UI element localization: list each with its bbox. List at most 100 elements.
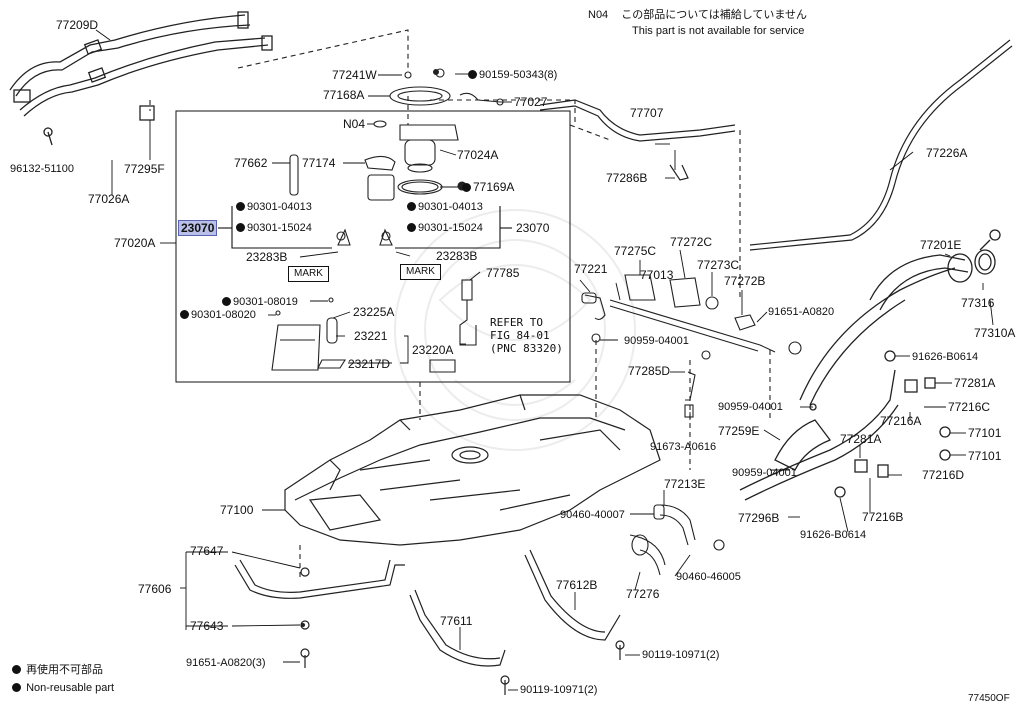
- note-jp: この部品については補給していません: [621, 9, 808, 21]
- part-label[interactable]: 23220A: [412, 343, 454, 357]
- part-label[interactable]: 90119-10971(2): [520, 684, 598, 696]
- part-label[interactable]: 77285D: [628, 364, 671, 378]
- part-label[interactable]: 77221: [574, 262, 608, 276]
- non-reusable-dot-icon: [222, 297, 231, 306]
- part-label[interactable]: 23221: [354, 329, 388, 343]
- non-reusable-dot-icon: [236, 202, 245, 211]
- non-reusable-dot-icon: [407, 202, 416, 211]
- part-label[interactable]: 90959-04001: [718, 401, 783, 413]
- part-label[interactable]: 77647: [190, 544, 224, 558]
- part-label[interactable]: 77020A: [114, 236, 156, 250]
- filler-pipe: [739, 229, 1001, 501]
- ref-line2: FIG 84-01: [490, 329, 550, 342]
- part-label[interactable]: 77168A: [323, 88, 365, 102]
- part-label[interactable]: 90959-04001: [624, 335, 689, 347]
- part-label[interactable]: 77785: [486, 266, 520, 280]
- note-n04: N04 この部品については補給していません: [588, 8, 807, 22]
- part-label[interactable]: 77216B: [862, 510, 904, 524]
- fuel-tank: [284, 394, 661, 546]
- part-label[interactable]: 77606: [138, 582, 172, 596]
- part-label[interactable]: 91626-B0614: [912, 351, 979, 363]
- part-label[interactable]: 77286B: [606, 171, 648, 185]
- part-label[interactable]: 77209D: [56, 18, 99, 32]
- part-label[interactable]: 91651-A0820(3): [186, 657, 266, 669]
- part-label[interactable]: 77275C: [614, 244, 657, 258]
- part-label[interactable]: 91626-B0614: [800, 529, 867, 541]
- part-label[interactable]: 23217D: [348, 357, 391, 371]
- part-label[interactable]: 77216A: [880, 414, 922, 428]
- figure-code: 77450OF: [968, 693, 1010, 704]
- non-reusable-dot-icon: [12, 665, 21, 674]
- part-label[interactable]: 77174: [302, 156, 336, 170]
- part-number: 90301-08019: [233, 296, 298, 308]
- part-label[interactable]: 77216D: [922, 468, 965, 482]
- part-label[interactable]: 77276: [626, 587, 660, 601]
- part-label[interactable]: 96132-51100: [10, 163, 75, 175]
- part-label[interactable]: 77241W: [332, 68, 377, 82]
- part-label[interactable]: 90119-10971(2): [642, 649, 720, 661]
- part-label-90159[interactable]: 90159-50343(8): [468, 68, 557, 82]
- part-label[interactable]: 23225A: [353, 305, 395, 319]
- part-number: 90159-50343(8): [479, 69, 558, 81]
- breather-hoses: [9, 11, 273, 146]
- part-label[interactable]: 77281A: [840, 432, 882, 446]
- vent-lines: [539, 39, 1013, 251]
- legend-jp-row: 再使用不可部品: [12, 663, 103, 677]
- non-reusable-dot-icon: [180, 310, 189, 319]
- part-label[interactable]: 90460-40007: [560, 509, 625, 521]
- part-label[interactable]: 77259E: [718, 424, 760, 438]
- part-label[interactable]: 77100: [220, 503, 254, 517]
- bracket-23070: [218, 206, 512, 249]
- part-label[interactable]: 77707: [630, 106, 664, 120]
- part-label[interactable]: 77101: [968, 426, 1002, 440]
- part-label[interactable]: 77013: [640, 268, 674, 282]
- part-label[interactable]: 77216C: [948, 400, 991, 414]
- part-label-90301-04013-right[interactable]: 90301-04013: [407, 200, 483, 214]
- legend-en-row: Non-reusable part: [12, 681, 114, 695]
- part-label-90301-15024-right[interactable]: 90301-15024: [407, 221, 483, 235]
- part-label-77169A[interactable]: 77169A: [462, 180, 514, 194]
- part-label-90301-15024-left[interactable]: 90301-15024: [236, 221, 312, 235]
- part-label[interactable]: 77201E: [920, 238, 962, 252]
- part-label[interactable]: 23283B: [436, 249, 478, 263]
- part-label[interactable]: 91673-A0616: [650, 441, 717, 453]
- part-label[interactable]: 77281A: [954, 376, 996, 390]
- part-label[interactable]: 77316: [961, 296, 995, 310]
- part-label[interactable]: 77026A: [88, 192, 130, 206]
- part-label[interactable]: 77213E: [664, 477, 706, 491]
- non-reusable-dot-icon: [462, 183, 471, 192]
- leader-lines: [95, 29, 994, 691]
- part-label[interactable]: 77643: [190, 619, 224, 633]
- part-label[interactable]: N04: [343, 117, 366, 131]
- part-label[interactable]: 90460-46005: [676, 571, 741, 583]
- part-number: 90301-04013: [418, 201, 483, 213]
- tank-straps: [234, 549, 625, 695]
- pump-module-lower: [271, 279, 477, 373]
- part-label[interactable]: 77310A: [974, 326, 1016, 340]
- part-label[interactable]: 91651-A0820: [768, 306, 835, 318]
- part-label[interactable]: 23070: [516, 221, 550, 235]
- part-label[interactable]: 77273C: [697, 258, 740, 272]
- part-label[interactable]: 77611: [440, 614, 473, 628]
- part-label-highlighted[interactable]: 23070: [178, 220, 218, 236]
- part-label[interactable]: 77024A: [457, 148, 499, 162]
- part-label[interactable]: 77272B: [724, 274, 766, 288]
- part-number: 90301-15024: [418, 222, 483, 234]
- part-label[interactable]: 77296B: [738, 511, 780, 525]
- part-label[interactable]: 77101: [968, 449, 1002, 463]
- part-label[interactable]: 77027: [514, 95, 548, 109]
- part-label-90301-08020[interactable]: 90301-08020: [180, 308, 256, 322]
- part-label[interactable]: 23283B: [246, 250, 288, 264]
- part-label[interactable]: 90959-04001: [732, 467, 797, 479]
- part-label[interactable]: 77612B: [556, 578, 598, 592]
- part-label[interactable]: 77662: [234, 156, 268, 170]
- part-label-90301-08019[interactable]: 90301-08019: [222, 295, 298, 309]
- part-label[interactable]: 77226A: [926, 146, 968, 160]
- mark-tag-right: MARK: [400, 264, 441, 280]
- part-label[interactable]: 77295F: [124, 162, 165, 176]
- part-number: 90301-15024: [247, 222, 312, 234]
- part-label[interactable]: 77272C: [670, 235, 713, 249]
- part-label-90301-04013-left[interactable]: 90301-04013: [236, 200, 312, 214]
